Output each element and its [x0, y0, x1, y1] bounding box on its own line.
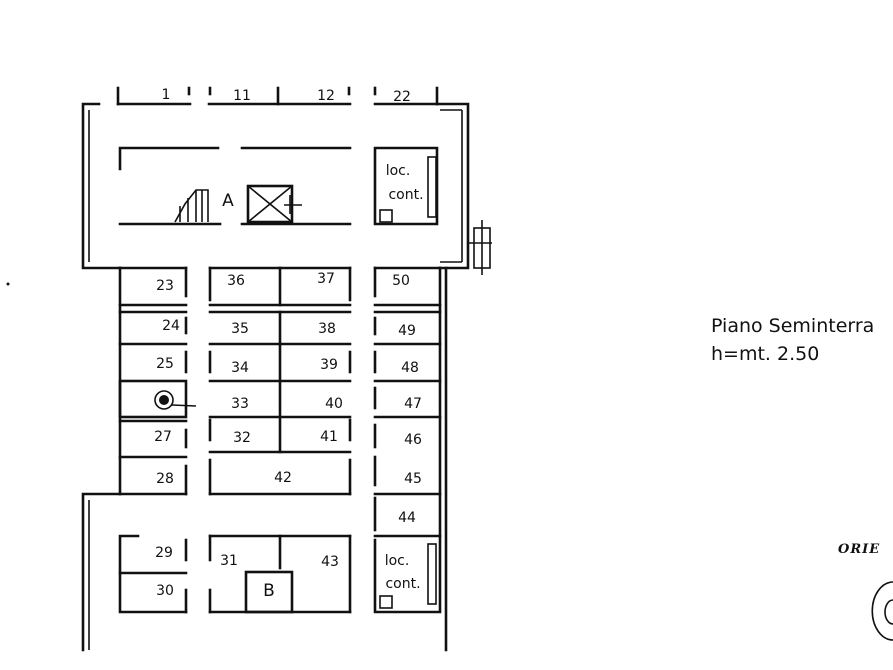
- room-label-41: 41: [320, 429, 338, 445]
- room-label-31: 31: [220, 553, 238, 569]
- room-label-loc-1: loc.: [386, 163, 411, 179]
- compass-inner-icon: [884, 599, 893, 625]
- room-label-50: 50: [392, 273, 410, 289]
- right-cellars: [373, 266, 442, 614]
- room-label-37: 37: [317, 271, 335, 287]
- room-label-cont-1: cont.: [388, 187, 423, 203]
- floor-height: h=mt. 2.50: [711, 343, 820, 365]
- room-label-cont-2: cont.: [385, 576, 420, 592]
- room-label-34: 34: [231, 360, 249, 376]
- middle-cellars: [208, 266, 352, 496]
- room-label-30: 30: [156, 583, 174, 599]
- room-label-49: 49: [398, 323, 416, 339]
- exterior-marker: [468, 220, 492, 275]
- room-label-a: A: [222, 191, 234, 211]
- room-label-12: 12: [317, 88, 335, 104]
- orientation-label: ORIE: [838, 542, 881, 557]
- room-label-36: 36: [227, 273, 245, 289]
- room-label-38: 38: [318, 321, 336, 337]
- room-label-47: 47: [404, 396, 422, 412]
- floor-title: Piano Seminterra: [711, 315, 875, 337]
- room-label-22: 22: [393, 89, 411, 105]
- room-labels: 1 11 12 22 A loc. cont. 23 24 25 27 28 2…: [154, 87, 423, 601]
- room-label-24: 24: [162, 318, 180, 334]
- room-label-48: 48: [401, 360, 419, 376]
- stray-dot: [6, 282, 10, 286]
- room-label-43: 43: [321, 554, 339, 570]
- room-label-1: 1: [162, 87, 171, 103]
- compass-icon: [871, 581, 893, 641]
- room-label-23: 23: [156, 278, 174, 294]
- room-label-45: 45: [404, 471, 422, 487]
- room-label-29: 29: [155, 545, 173, 561]
- room-label-32: 32: [233, 430, 251, 446]
- room-label-25: 25: [156, 356, 174, 372]
- room-label-44: 44: [398, 510, 416, 526]
- room-label-40: 40: [325, 396, 343, 412]
- top-room-walls: [116, 86, 439, 106]
- room-label-28: 28: [156, 471, 174, 487]
- bottom-left-cellars: [118, 534, 188, 614]
- room-label-27: 27: [154, 429, 172, 445]
- room-label-46: 46: [404, 432, 422, 448]
- room-label-35: 35: [231, 321, 249, 337]
- top-wing: [118, 146, 439, 226]
- bottom-middle-cellars: [208, 534, 352, 614]
- room-label-33: 33: [231, 396, 249, 412]
- room-label-b: B: [263, 581, 275, 601]
- room-label-39: 39: [320, 357, 338, 373]
- room-label-42: 42: [274, 470, 292, 486]
- left-cellars: [118, 266, 197, 496]
- room-label-11: 11: [233, 88, 251, 104]
- room-label-loc-2: loc.: [385, 553, 410, 569]
